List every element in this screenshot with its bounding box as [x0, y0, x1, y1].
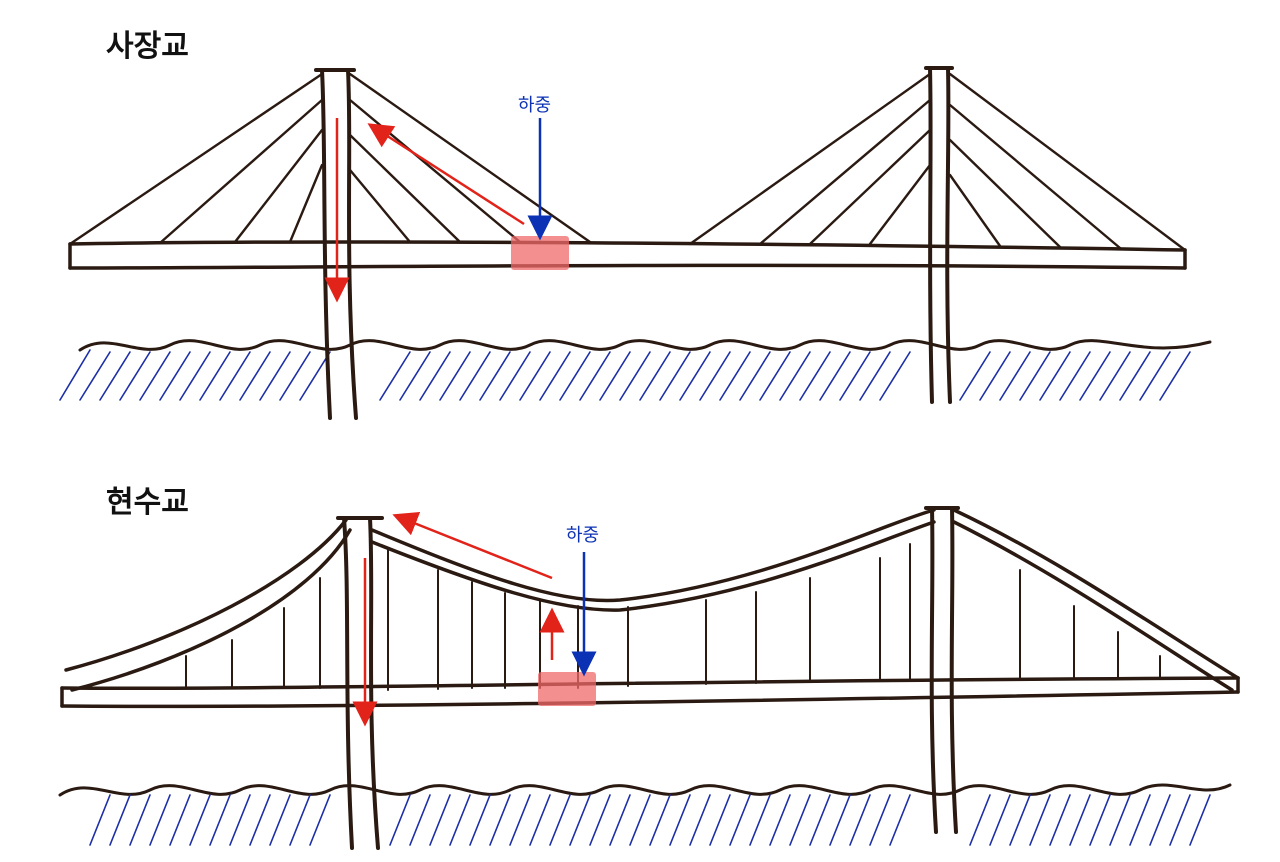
right-tower-bottom: [924, 506, 960, 834]
suspension-bridge: [58, 506, 1240, 850]
left-tower-bottom: [336, 516, 384, 850]
title-suspension-bridge: 현수교: [106, 485, 189, 520]
water-surface-top: [78, 339, 1212, 352]
load-label-cable-stayed: 하중: [518, 95, 552, 116]
hangers: [185, 543, 1161, 691]
main-cable: [64, 508, 1240, 692]
water-hatching-bottom: [89, 794, 1211, 846]
load-point-highlight-top: [511, 236, 569, 270]
load-point-highlight-bottom: [538, 672, 596, 706]
cable-tension-arrow-bottom: [392, 512, 553, 580]
left-tower-top: [314, 68, 358, 420]
right-tower-top: [924, 66, 954, 404]
cable-tension-arrow-top: [367, 123, 525, 226]
deck-bottom: [60, 676, 1240, 709]
water-surface-bottom: [58, 783, 1232, 797]
load-label-suspension: 하중: [566, 525, 600, 546]
deck-top: [68, 240, 1187, 270]
stay-cables-left: [68, 72, 592, 246]
stay-cables-right: [688, 72, 1187, 252]
cable-stayed-bridge: [59, 66, 1212, 420]
water-hatching-top: [59, 349, 1191, 401]
title-cable-stayed-bridge: 사장교: [106, 29, 189, 64]
